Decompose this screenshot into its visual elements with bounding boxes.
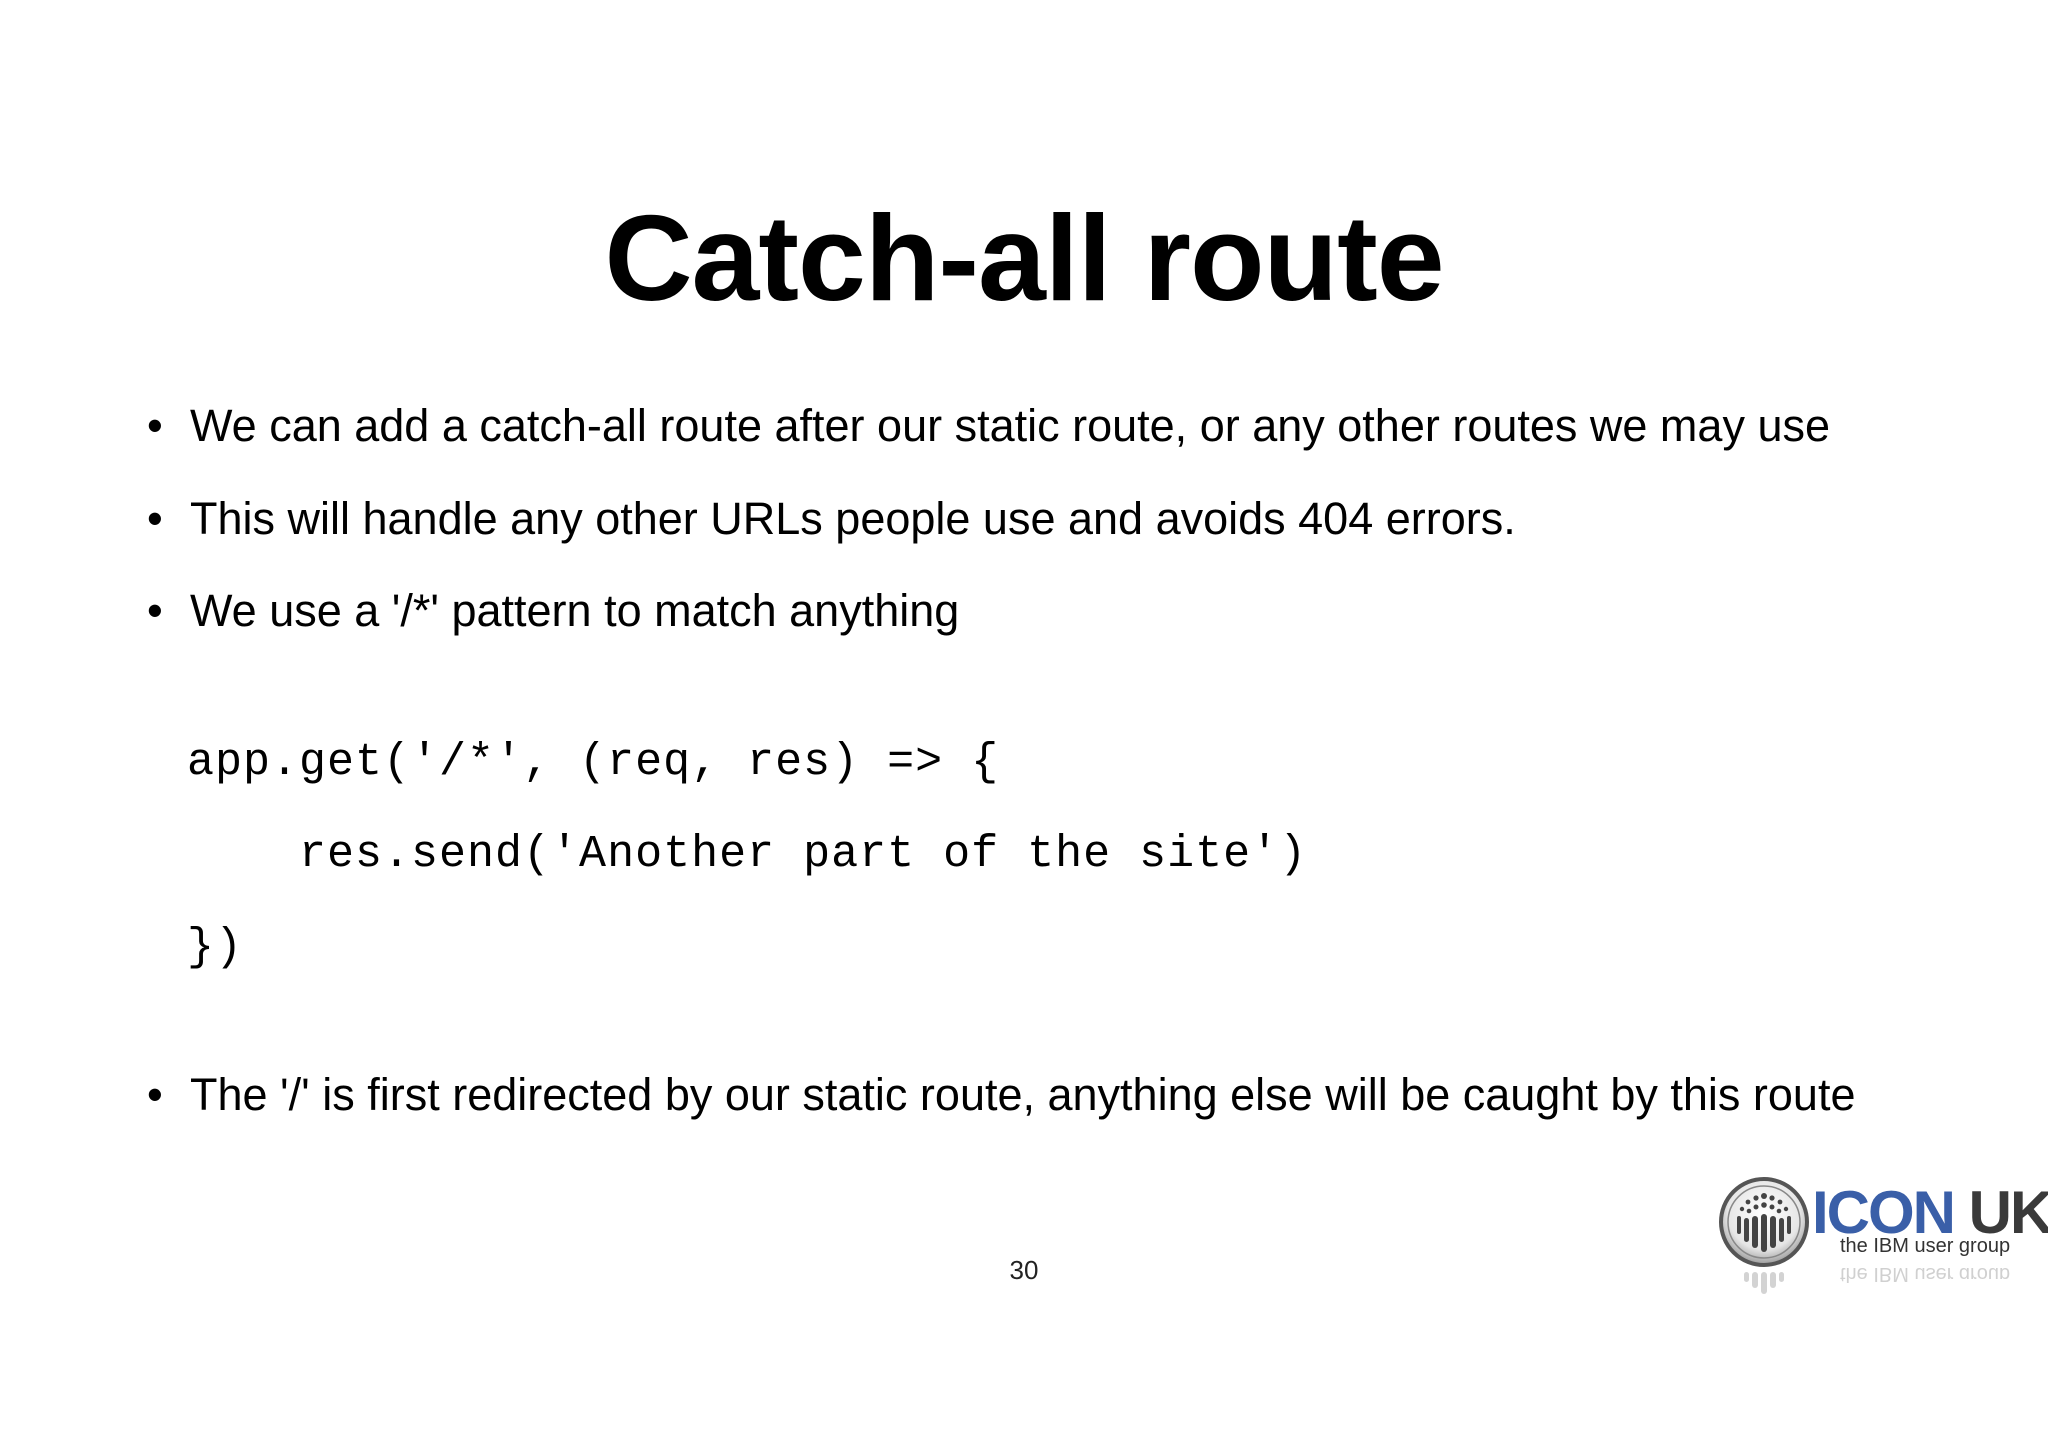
code-line: res.send('Another part of the site') — [187, 829, 1308, 880]
bullet-dot: • — [147, 585, 163, 636]
logo-wordmark: ICON UK — [1812, 1182, 2048, 1244]
bullet-dot: • — [147, 493, 163, 544]
bullet-text: We use a '/*' pattern to match anything — [190, 585, 960, 636]
bullet-dot: • — [147, 400, 163, 451]
code-line: app.get('/*', (req, res) => { — [187, 737, 1000, 788]
bullet-item: • This will handle any other URLs people… — [147, 490, 1907, 548]
bullet-text: The '/' is first redirected by our stati… — [190, 1069, 1856, 1120]
logo-tagline: the IBM user group — [1840, 1235, 2011, 1257]
bullet-item: • We use a '/*' pattern to match anythin… — [147, 582, 1907, 640]
icon-uk-emblem-icon — [1719, 1177, 1809, 1267]
bullet-text: This will handle any other URLs people u… — [190, 493, 1516, 544]
code-line: }) — [187, 922, 244, 973]
slide-title: Catch-all route — [604, 190, 1444, 326]
bullet-dot: • — [147, 1069, 163, 1120]
logo-tagline-reflection: the IBM user group — [1840, 1268, 2011, 1285]
logo-wordmark-icon: ICON — [1812, 1179, 1956, 1246]
logo-wordmark-uk: UK — [1968, 1179, 2048, 1246]
emblem-reflection-icon — [1744, 1272, 1784, 1294]
bullet-text: We can add a catch-all route after our s… — [190, 400, 1830, 451]
bullet-item: • The '/' is first redirected by our sta… — [147, 1066, 1867, 1124]
bullet-item: • We can add a catch-all route after our… — [147, 397, 1907, 455]
icon-uk-logo: ICON UK the IBM user group the IBM user … — [1716, 1172, 2048, 1312]
page-number: 30 — [1009, 1255, 1039, 1285]
